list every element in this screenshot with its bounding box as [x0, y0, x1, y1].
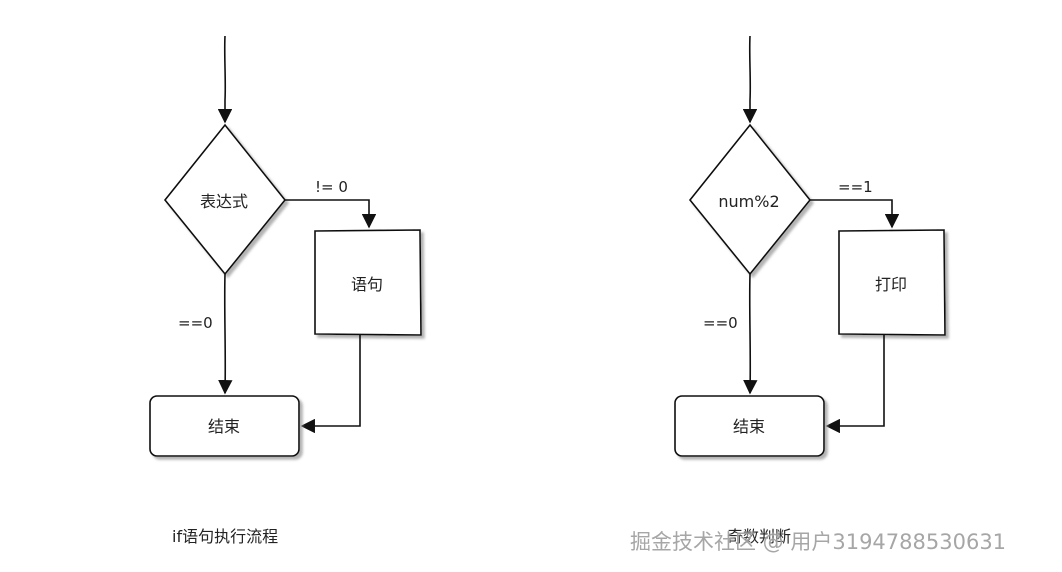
decision-label: 表达式 — [200, 192, 248, 211]
true-branch-connector — [285, 199, 377, 229]
caption-if-statement: if语句执行流程 — [172, 527, 279, 546]
end-label: 结束 — [733, 417, 765, 436]
true-branch-label: ==1 — [838, 178, 873, 196]
true-branch-label: != 0 — [315, 178, 348, 196]
end-terminal — [149, 395, 300, 457]
flowchart-odd-check: num%2 ==1 打印 ==0 结束 — [674, 35, 946, 457]
action-box — [838, 229, 946, 336]
false-branch-connector — [218, 273, 233, 395]
caption-odd-check: 奇数判断 — [727, 527, 792, 546]
false-branch-connector — [743, 273, 758, 395]
flowchart-if-statement: 表达式 != 0 语句 ==0 结束 — [149, 35, 422, 457]
entry-arrow — [217, 35, 233, 124]
action-label: 打印 — [875, 275, 907, 294]
decision-label: num%2 — [718, 192, 779, 211]
end-label: 结束 — [208, 417, 240, 436]
action-box — [314, 229, 422, 336]
false-branch-label: ==0 — [178, 314, 213, 332]
false-branch-label: ==0 — [703, 314, 738, 332]
end-terminal — [674, 395, 825, 457]
action-label: 语句 — [351, 275, 383, 294]
entry-arrow — [742, 35, 758, 124]
return-connector — [825, 335, 885, 434]
true-branch-connector — [810, 199, 900, 229]
return-connector — [300, 335, 361, 434]
watermark: 掘金技术社区 @ 用户3194788530631 — [630, 530, 1007, 554]
